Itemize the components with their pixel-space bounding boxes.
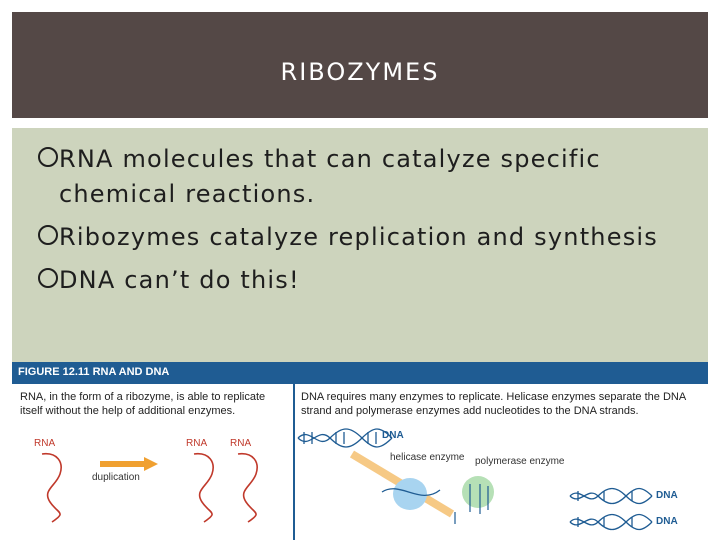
figure-rna-dna: FIGURE 12.11 RNA AND DNA RNA, in the for… bbox=[12, 362, 708, 540]
dna-helix-icon bbox=[569, 513, 653, 531]
left-caption: RNA, in the form of a ribozyme, is able … bbox=[20, 391, 266, 417]
duplication-label: duplication bbox=[92, 472, 140, 483]
slide-title: RIBOZYMES bbox=[280, 58, 440, 86]
rna-strand-icon bbox=[237, 452, 258, 523]
figure-header: FIGURE 12.11 RNA AND DNA bbox=[12, 362, 708, 384]
bullet-text: Ribozymes catalyze replication and synth… bbox=[59, 223, 658, 251]
dna-helix-icon bbox=[297, 428, 393, 448]
polymerase-label: polymerase enzyme bbox=[475, 456, 565, 467]
dna-helix-icon bbox=[569, 487, 653, 505]
rna-strand-icon bbox=[193, 452, 214, 523]
bullet-text: RNA molecules that can catalyze specific… bbox=[59, 145, 601, 208]
rna-label: RNA bbox=[34, 438, 56, 449]
figure-divider bbox=[293, 384, 295, 540]
rna-label: RNA bbox=[230, 438, 252, 449]
content-area: RNA molecules that can catalyze specific… bbox=[12, 128, 708, 364]
bullet-circle-icon bbox=[38, 225, 58, 245]
dna-label: DNA bbox=[382, 430, 404, 441]
bullet-text: DNA can’t do this! bbox=[59, 266, 300, 294]
polymerase-enzyme-icon bbox=[462, 476, 494, 508]
bullet-item: DNA can’t do this! bbox=[12, 263, 708, 298]
bullet-item: Ribozymes catalyze replication and synth… bbox=[12, 220, 708, 255]
bullet-circle-icon bbox=[38, 268, 58, 288]
arrow-head-icon bbox=[144, 457, 158, 471]
dna-label: DNA bbox=[656, 490, 678, 501]
bullet-list: RNA molecules that can catalyze specific… bbox=[12, 142, 708, 306]
dna-label: DNA bbox=[656, 516, 678, 527]
title-bar: RIBOZYMES bbox=[12, 12, 708, 118]
helicase-label: helicase enzyme bbox=[390, 452, 465, 463]
bullet-item: RNA molecules that can catalyze specific… bbox=[12, 142, 708, 212]
right-caption: DNA requires many enzymes to replicate. … bbox=[301, 391, 686, 417]
bullet-circle-icon bbox=[38, 147, 58, 167]
figure-label: FIGURE 12.11 RNA AND DNA bbox=[18, 366, 170, 378]
helicase-enzyme-icon bbox=[393, 478, 427, 510]
rna-label: RNA bbox=[186, 438, 208, 449]
rna-strand-icon bbox=[41, 452, 62, 523]
figure-illustration bbox=[41, 428, 653, 531]
